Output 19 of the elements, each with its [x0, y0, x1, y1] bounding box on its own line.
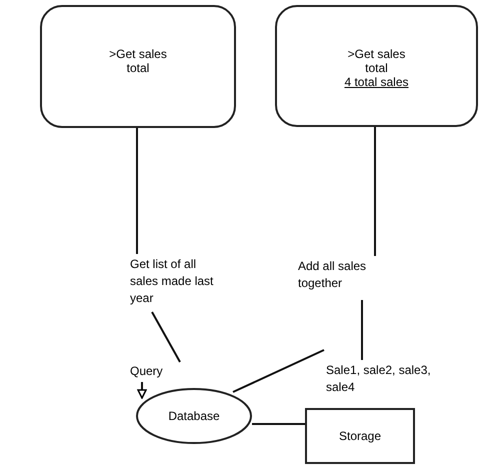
connector-line	[232, 349, 324, 393]
node-label: Storage	[338, 429, 382, 443]
step-text: Query	[130, 363, 163, 380]
rounded-process-box	[40, 5, 236, 128]
connector-line	[151, 312, 181, 362]
rounded-process-box	[275, 5, 478, 127]
node-label: Database	[168, 409, 220, 423]
connector-line	[374, 127, 376, 256]
node-label: >Get sales total	[108, 47, 168, 75]
node-label: >Get sales total	[346, 47, 406, 75]
step-text: Get list of all sales made last year	[130, 256, 214, 307]
connector-line	[361, 300, 363, 360]
connector-line	[136, 128, 138, 254]
step-text: Add all sales together	[298, 258, 368, 292]
connector-line	[252, 423, 305, 425]
arrow	[137, 382, 147, 399]
storage-box	[305, 408, 415, 464]
step-text: Sale1, sale2, sale3, sale4	[326, 362, 432, 396]
underlined-note: 4 total sales	[344, 75, 409, 89]
